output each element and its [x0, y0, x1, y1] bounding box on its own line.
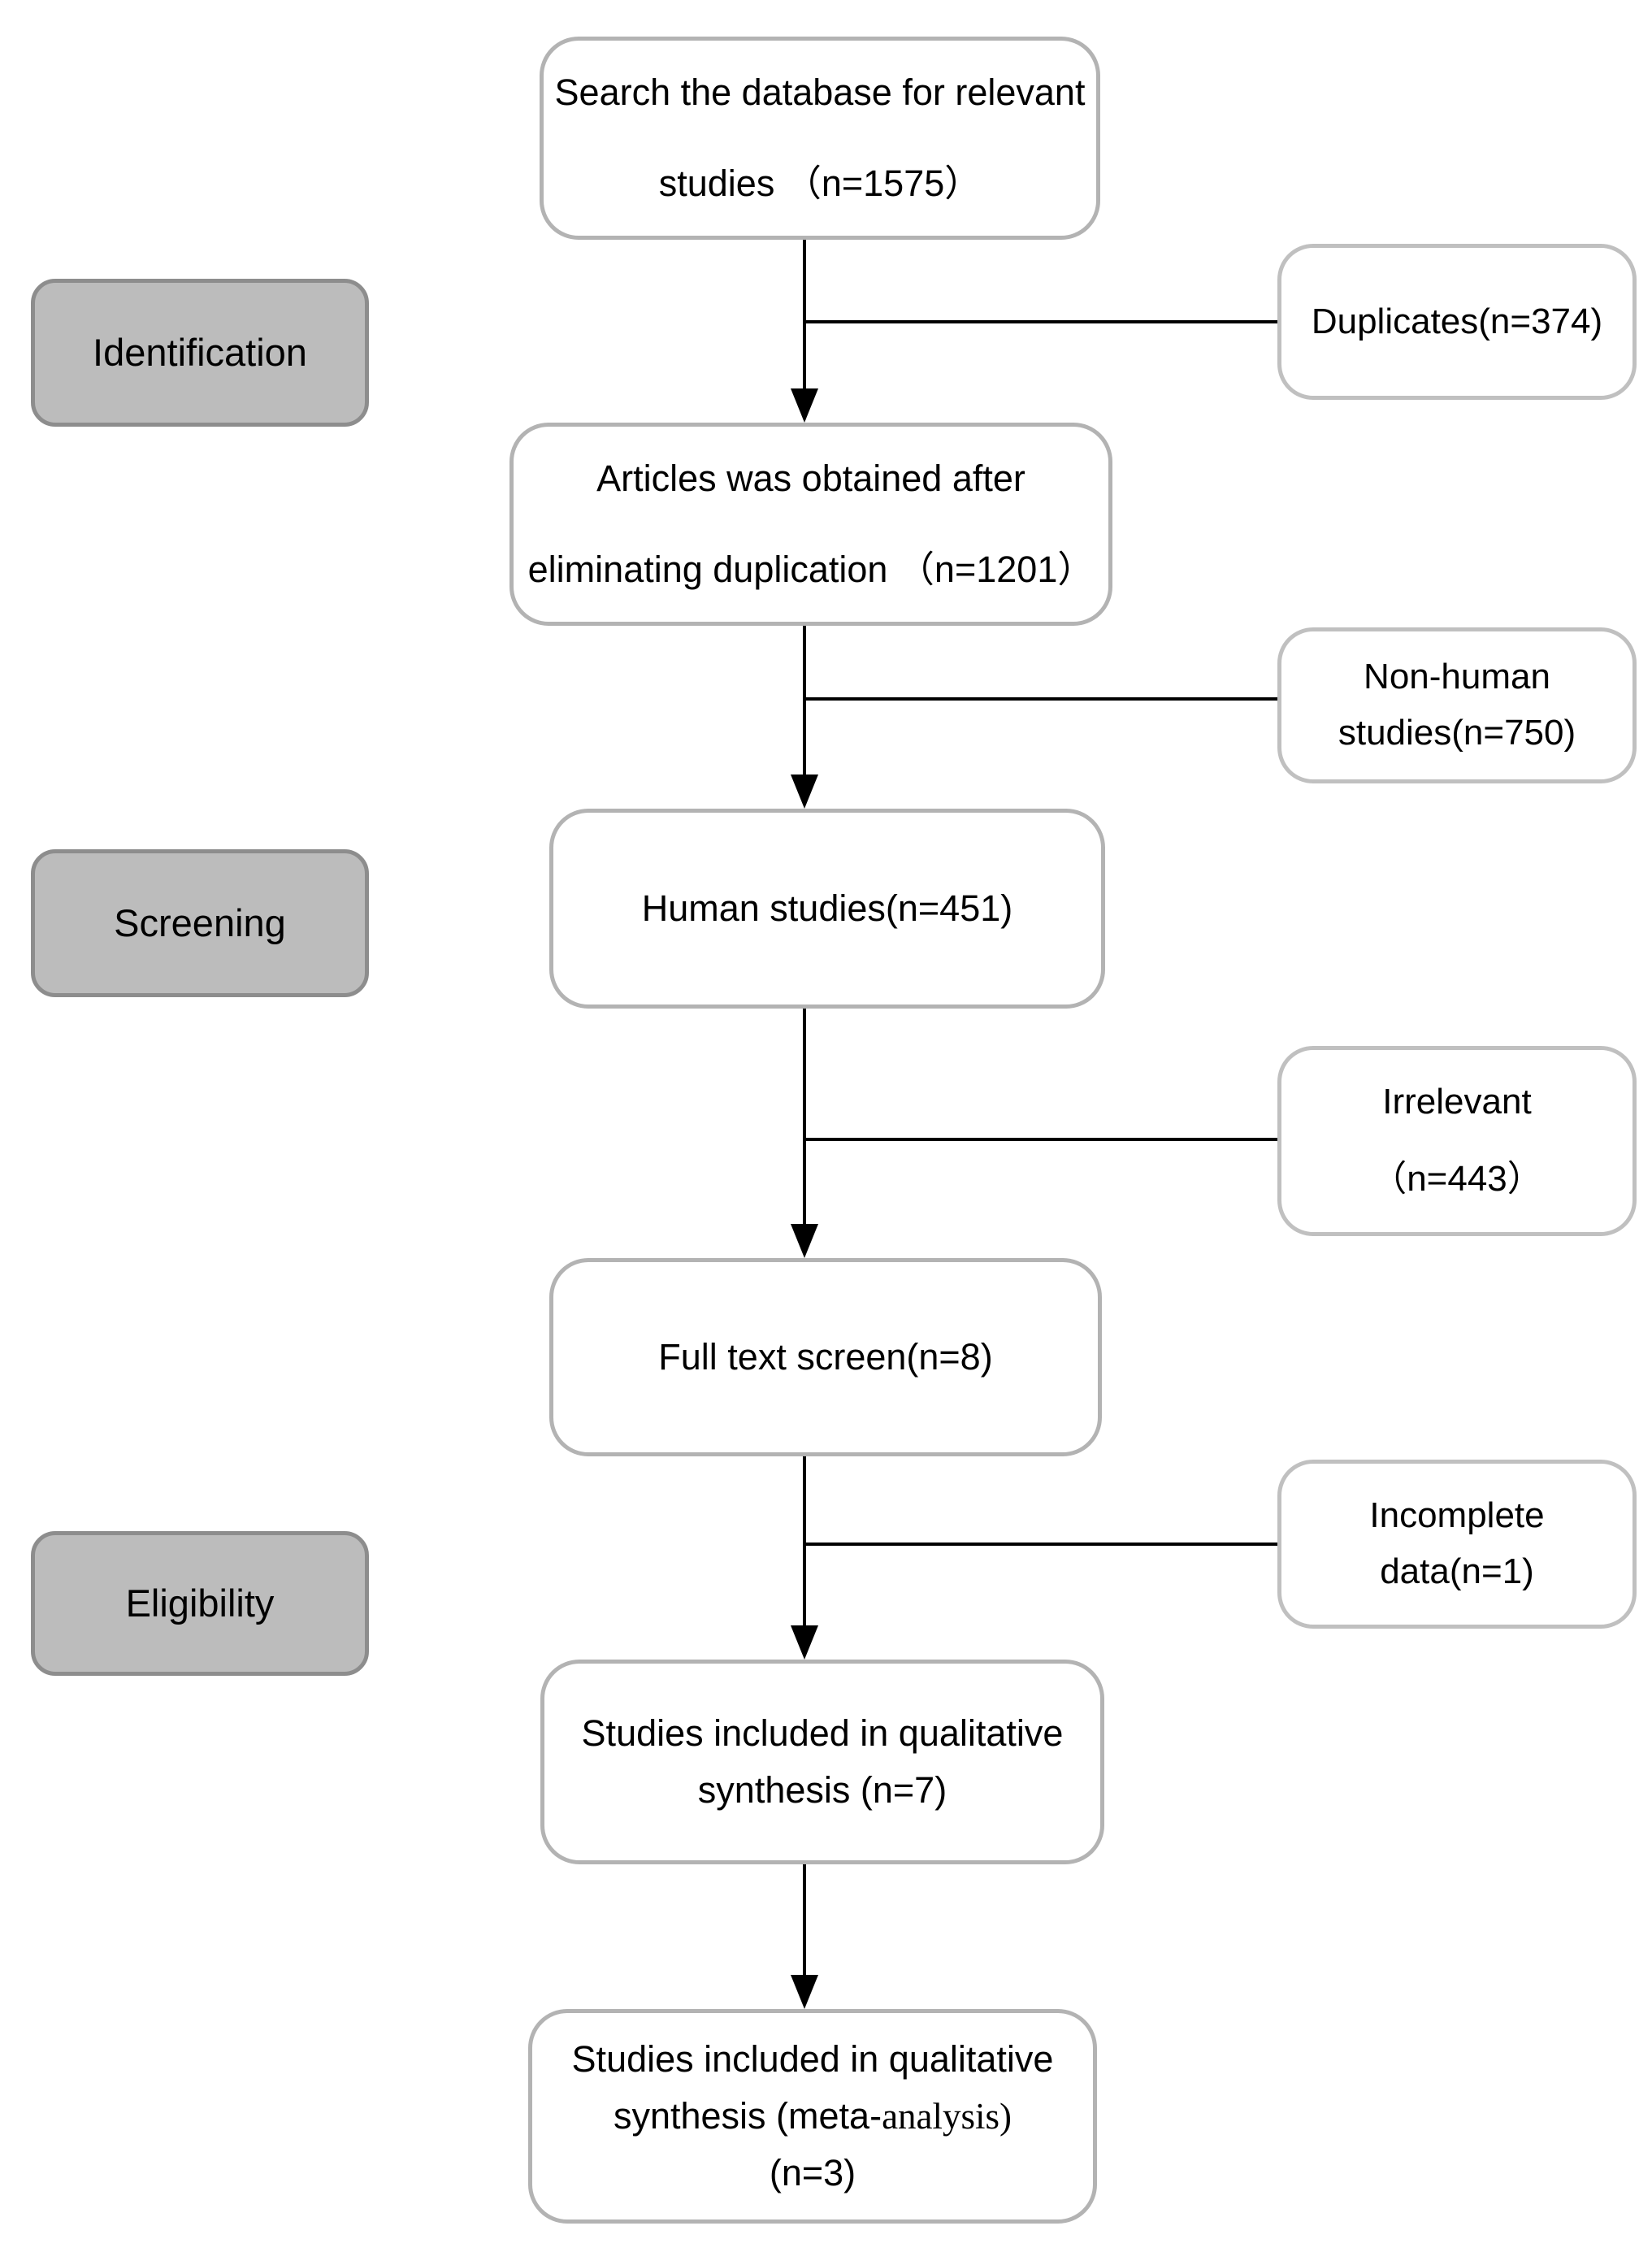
flow-box-text-line: (n=3)	[769, 2152, 856, 2194]
arrowhead-dedup	[791, 388, 818, 423]
flow-box-search-database: Search the database for relevant studies…	[540, 37, 1100, 240]
flow-box-text-line: Studies included in qualitative	[571, 2037, 1054, 2080]
arrowhead-qualitative	[791, 1625, 818, 1660]
flow-box-text-line: Studies included in qualitative	[581, 1712, 1064, 1755]
stage-label-screening: Screening	[31, 849, 369, 997]
flow-box-human-studies: Human studies(n=451)	[549, 809, 1105, 1009]
exclusion-box-text-line: studies(n=750)	[1338, 713, 1576, 753]
flow-box-text-line: studies （n=1575）	[658, 163, 982, 204]
exclusion-box-text-line: Non-human	[1364, 657, 1550, 697]
flow-box-after-deduplication: Articles was obtained after eliminating …	[509, 423, 1112, 626]
flow-box-text-line: Human studies(n=451)	[641, 887, 1013, 930]
flow-box-text-line: Full text screen(n=8)	[658, 1336, 993, 1378]
stage-label-text: Identification	[93, 330, 307, 374]
exclusion-box-text-line: Irrelevant	[1382, 1082, 1532, 1122]
stage-label-text: Eligibility	[125, 1581, 275, 1625]
flow-box-text-line: Search the database for relevant	[554, 72, 1086, 114]
flow-box-text-serif-part: analysis)	[882, 2095, 1012, 2137]
flow-box-full-text-screen: Full text screen(n=8)	[549, 1258, 1102, 1456]
flow-box-qualitative-synthesis: Studies included in qualitative synthesi…	[540, 1660, 1104, 1864]
arrowhead-fulltext	[791, 1224, 818, 1258]
flow-box-meta-analysis: Studies included in qualitative synthesi…	[528, 2009, 1097, 2224]
flow-box-text-line: eliminating duplication （n=1201）	[527, 549, 1095, 590]
stage-label-eligibility: Eligibility	[31, 1531, 369, 1676]
exclusion-box-duplicates: Duplicates(n=374)	[1277, 244, 1637, 400]
stage-label-identification: Identification	[31, 279, 369, 427]
exclusion-box-non-human: Non-human studies(n=750)	[1277, 627, 1637, 783]
stage-label-text: Screening	[114, 900, 286, 944]
flow-box-text-line: synthesis (meta-analysis)	[614, 2095, 1012, 2138]
arrowhead-human	[791, 775, 818, 809]
exclusion-box-text-line: （n=443）	[1371, 1159, 1543, 1199]
exclusion-box-text-line: Incomplete	[1369, 1495, 1545, 1536]
flow-box-text-line: Articles was obtained after	[596, 458, 1025, 500]
exclusion-box-text-line: data(n=1)	[1380, 1551, 1534, 1591]
exclusion-box-text-line: Duplicates(n=374)	[1311, 301, 1603, 341]
flow-box-text-line: synthesis (n=7)	[697, 1769, 947, 1811]
exclusion-box-incomplete-data: Incomplete data(n=1)	[1277, 1460, 1637, 1629]
arrowhead-meta	[791, 1975, 818, 2009]
flow-box-text-sans-part: synthesis (meta-	[613, 2094, 882, 2137]
exclusion-box-irrelevant: Irrelevant （n=443）	[1277, 1046, 1637, 1236]
